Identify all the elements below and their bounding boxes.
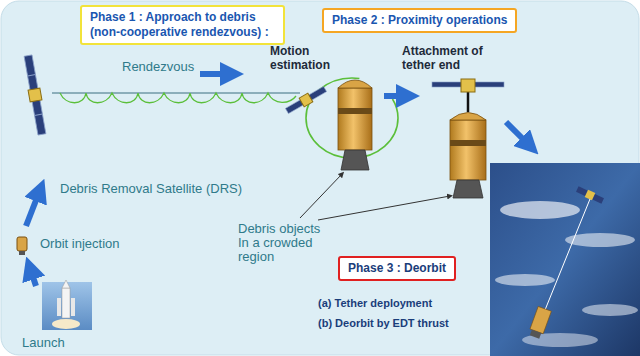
deorbit-step: (a) Tether deployment	[318, 296, 432, 310]
phase-box: Phase 2 : Proximity operations	[322, 8, 517, 33]
deorbit-step: (b) Deorbit by EDT thrust	[318, 316, 449, 330]
phase-title: Phase 3 : Deorbit	[348, 261, 446, 276]
phase-title: Phase 1 : Approach to debris (non-cooper…	[90, 10, 275, 40]
phase-step-label: Rendezvous	[122, 60, 194, 74]
phase-box: Phase 3 : Deorbit	[338, 256, 456, 281]
debris-label: Debris objects In a crowded region	[238, 222, 332, 264]
step-label: Motion estimation	[270, 44, 338, 72]
step-label: Orbit injection	[40, 237, 119, 251]
step-label: Attachment of tether end	[402, 44, 502, 72]
phase-box: Phase 1 : Approach to debris (non-cooper…	[80, 5, 285, 45]
phase-title: Phase 2 : Proximity operations	[332, 13, 507, 28]
step-label: Launch	[22, 336, 65, 350]
satellite-label: Debris Removal Satellite (DRS)	[60, 182, 242, 196]
